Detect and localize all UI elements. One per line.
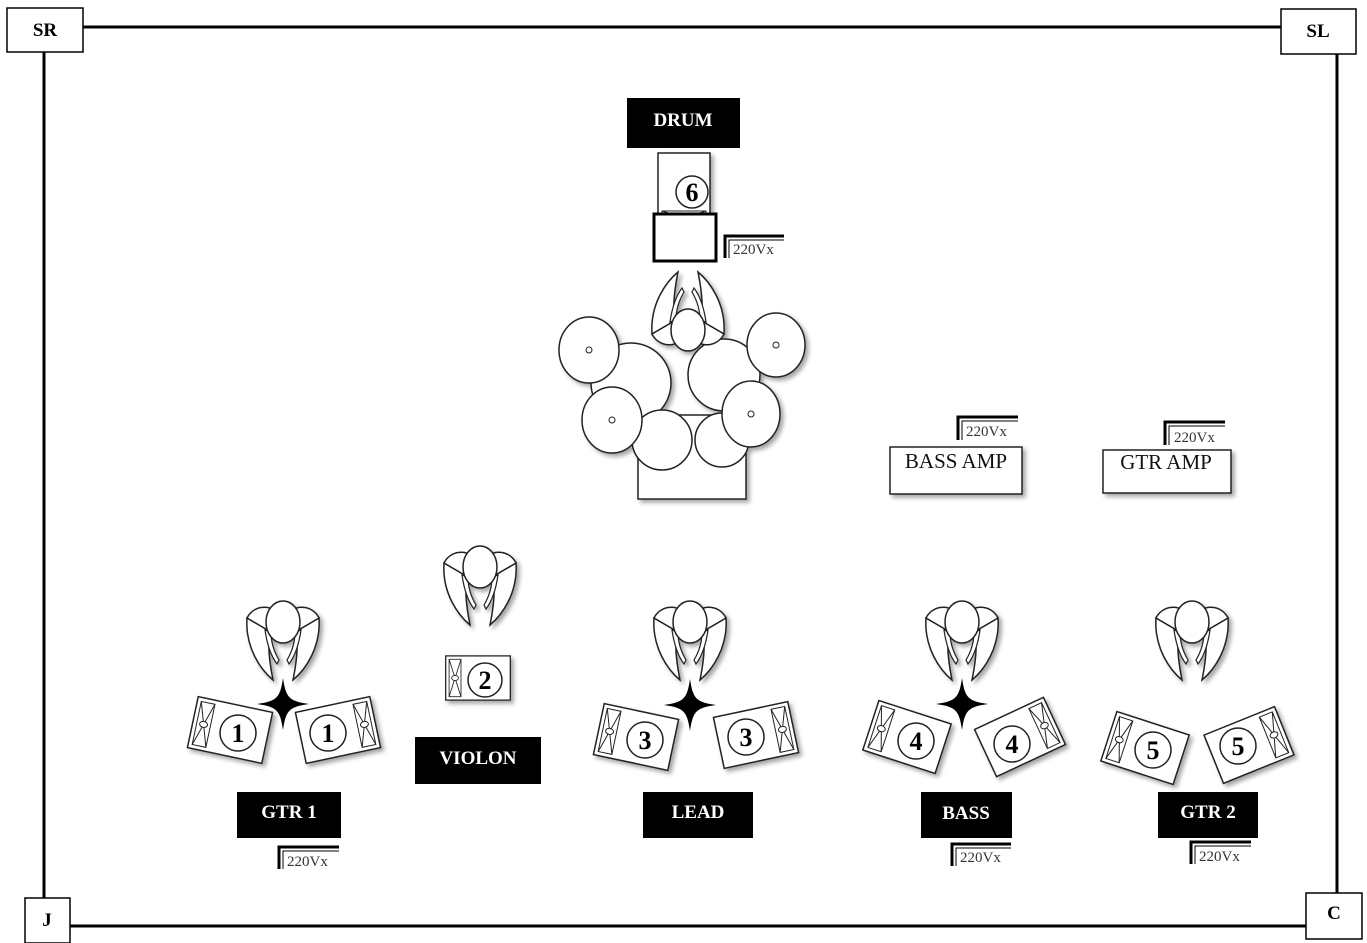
performer-gtr1 bbox=[246, 600, 320, 681]
outlet-gtr-amp-label: 220Vx bbox=[1174, 430, 1215, 446]
lead-label: LEAD bbox=[672, 802, 725, 823]
performer-lead bbox=[653, 600, 727, 681]
outlet-gtr1-label: 220Vx bbox=[287, 854, 328, 870]
outlet-gtr2-label: 220Vx bbox=[1199, 849, 1240, 865]
performer-gtr2 bbox=[1155, 600, 1229, 681]
corner-j: J bbox=[24, 897, 71, 943]
performer-bass bbox=[925, 600, 999, 681]
monitor-5-left-number: 5 bbox=[1147, 736, 1160, 765]
corner-c: C bbox=[1305, 892, 1363, 940]
gtr-amp: 220Vx GTR AMP bbox=[1102, 420, 1232, 494]
corner-sl-label: SL bbox=[1306, 21, 1329, 42]
power-outlet-gtr1: 220Vx bbox=[277, 845, 339, 870]
power-outlet-drum: 220Vx bbox=[723, 234, 784, 258]
corner-c-label: C bbox=[1327, 903, 1341, 924]
violon-label-box: VIOLON bbox=[415, 737, 541, 784]
drum-kit bbox=[558, 271, 806, 500]
monitor-2-number: 2 bbox=[479, 666, 492, 695]
power-outlet-bass: 220Vx bbox=[950, 842, 1011, 866]
power-outlet-gtr2: 220Vx bbox=[1189, 840, 1251, 865]
monitor-1-right-number: 1 bbox=[322, 719, 335, 748]
gtr-amp-label: GTR AMP bbox=[1120, 450, 1212, 474]
gtr2-label-box: GTR 2 bbox=[1158, 792, 1258, 838]
gtr1-label-box: GTR 1 bbox=[237, 792, 341, 838]
bass-amp: 220Vx BASS AMP bbox=[889, 415, 1023, 495]
bass-amp-label: BASS AMP bbox=[905, 449, 1007, 473]
outlet-bass-label: 220Vx bbox=[960, 850, 1001, 866]
monitor-numbers: 2 1 1 3 3 4 4 5 5 bbox=[219, 662, 1257, 769]
drum-label: DRUM bbox=[653, 110, 712, 131]
monitor-4-left-number: 4 bbox=[910, 727, 923, 756]
corner-j-label: J bbox=[42, 910, 52, 931]
bass-label: BASS bbox=[942, 803, 990, 824]
monitor-6-number: 6 bbox=[686, 178, 699, 207]
monitor-5-right-number: 5 bbox=[1232, 732, 1245, 761]
corner-sr: SR bbox=[6, 7, 84, 53]
monitor-3-left-number: 3 bbox=[639, 726, 652, 755]
gtr1-label: GTR 1 bbox=[261, 802, 316, 823]
performer-violon bbox=[443, 545, 517, 626]
lead-label-box: LEAD bbox=[643, 792, 753, 838]
gtr2-label: GTR 2 bbox=[1180, 802, 1235, 823]
corner-sr-label: SR bbox=[33, 20, 58, 41]
monitor-1-left-number: 1 bbox=[232, 719, 245, 748]
monitor-4-right-number: 4 bbox=[1006, 730, 1019, 759]
drum-riser-box bbox=[652, 212, 718, 263]
corner-sl: SL bbox=[1280, 8, 1357, 55]
outlet-drum-label: 220Vx bbox=[733, 242, 774, 258]
stage-outline bbox=[42, 25, 1339, 928]
violon-label: VIOLON bbox=[439, 748, 516, 769]
outlet-bass-amp-label: 220Vx bbox=[966, 424, 1007, 440]
monitor-3-right-number: 3 bbox=[740, 723, 753, 752]
bass-label-box: BASS bbox=[921, 792, 1012, 838]
drum-label-box: DRUM bbox=[627, 98, 740, 148]
